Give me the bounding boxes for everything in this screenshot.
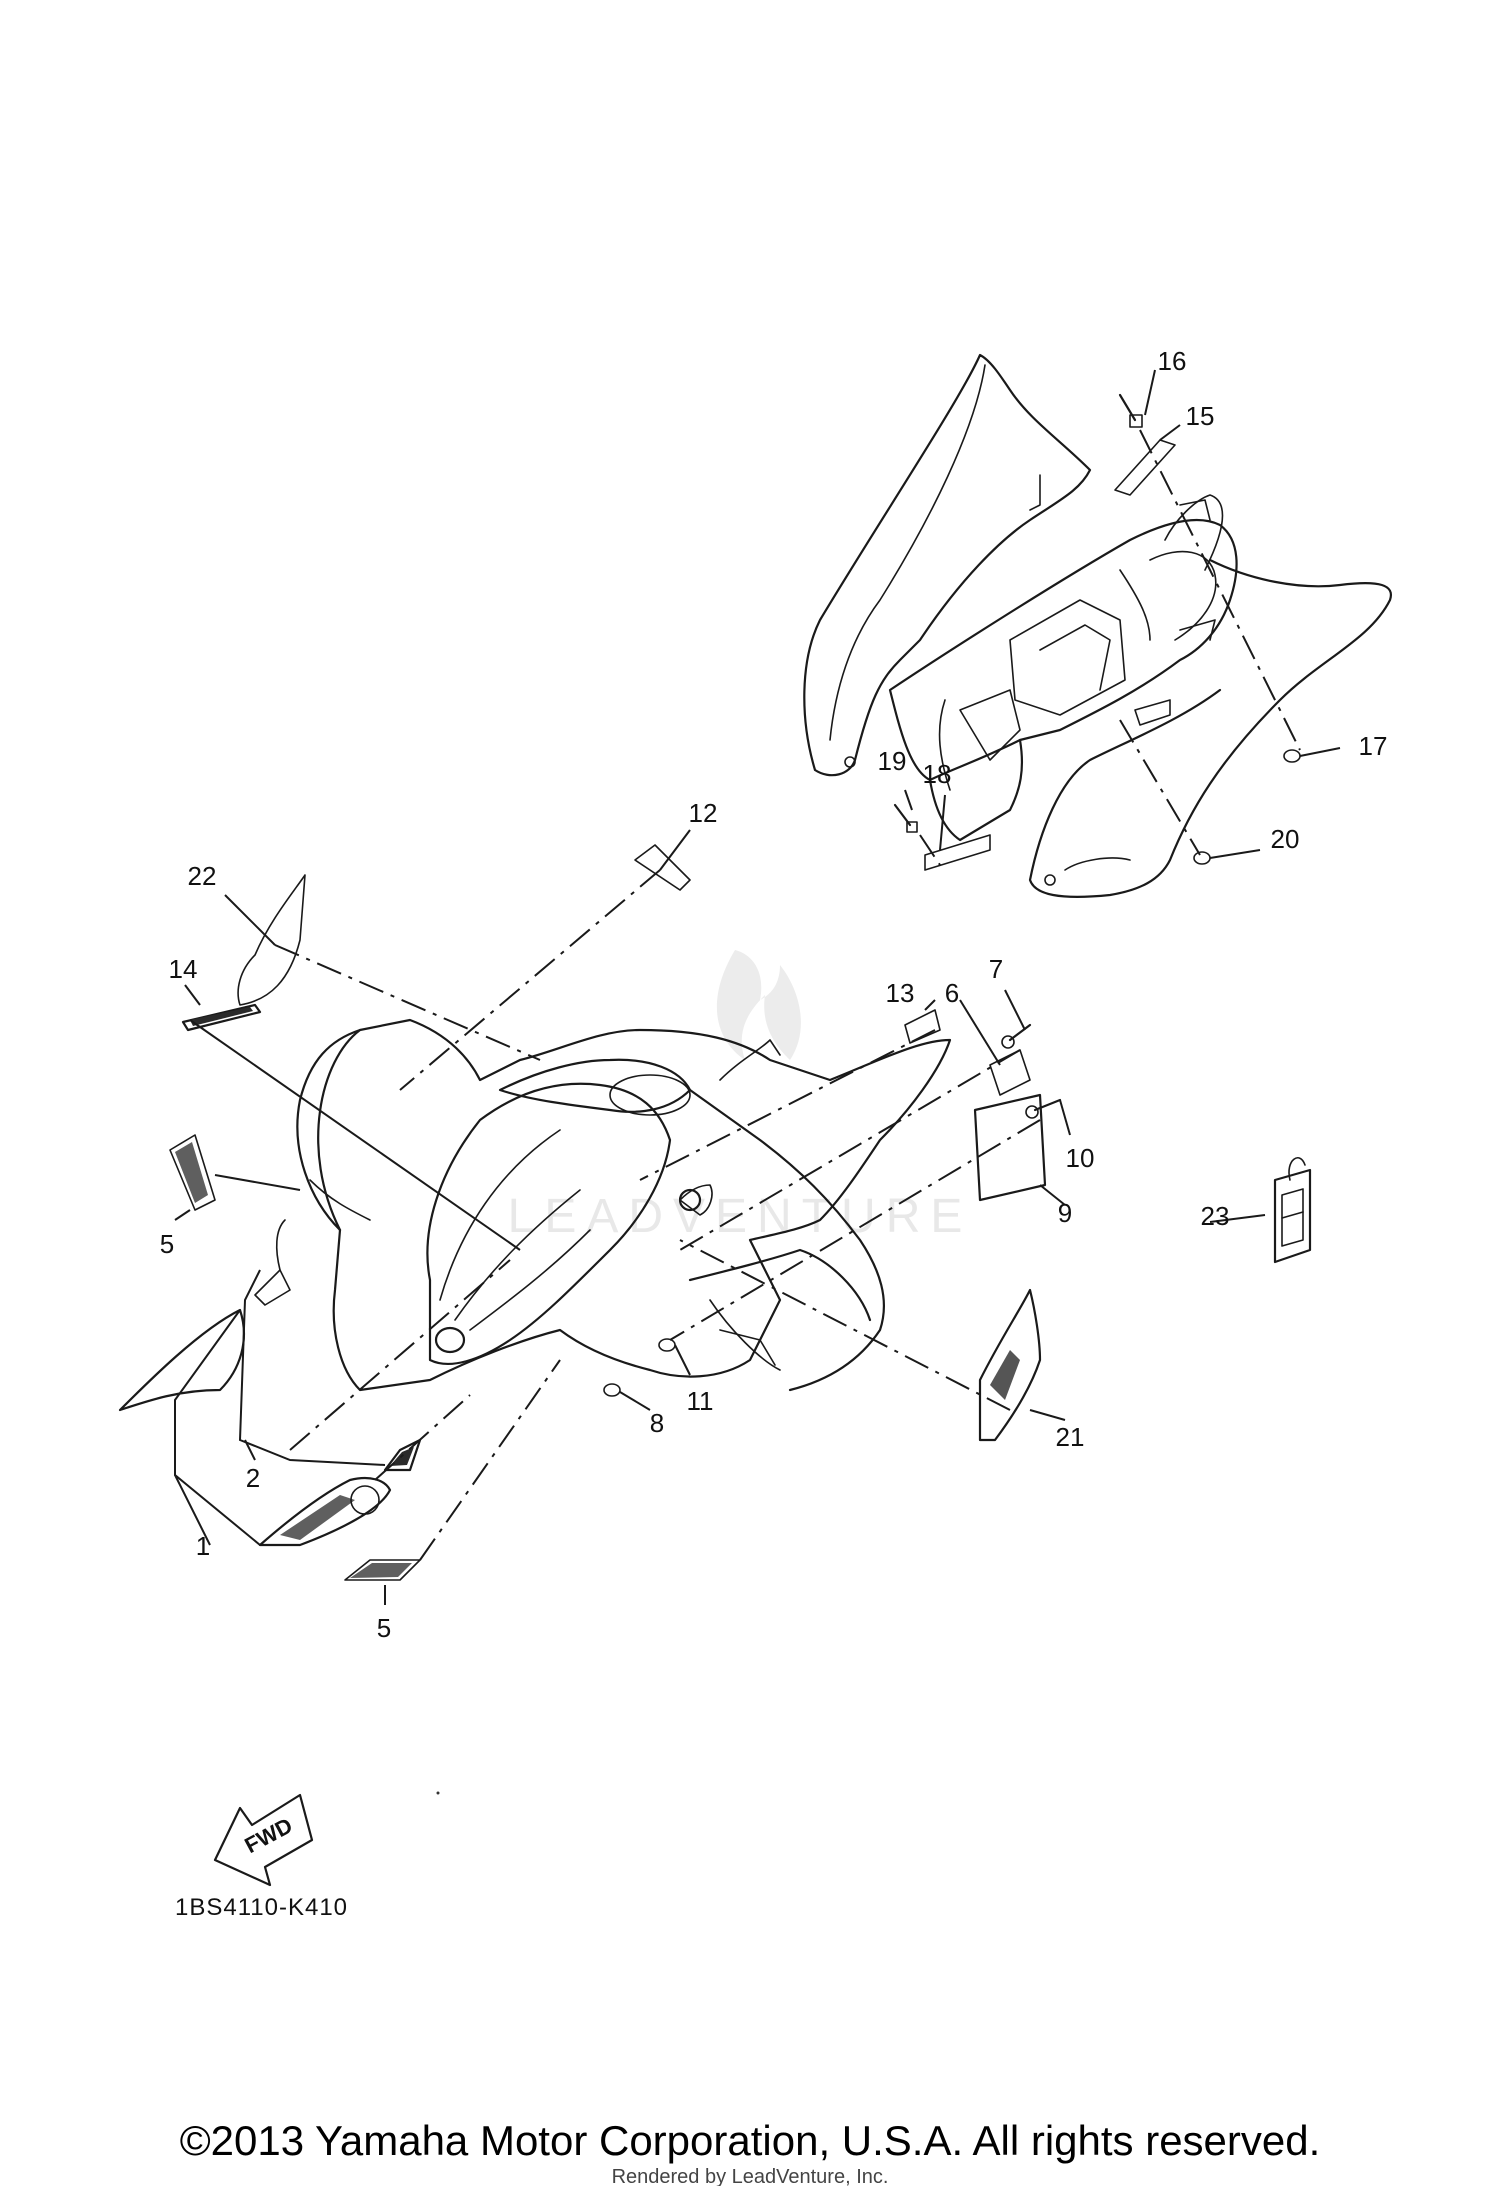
copyright-notice: ©2013 Yamaha Motor Corporation, U.S.A. A… [180, 2117, 1321, 2164]
leader-lines [174, 369, 1341, 1605]
warning-tag [1273, 1157, 1312, 1264]
callout-9: 9 [1058, 1198, 1072, 1228]
callout-5-lower: 5 [377, 1613, 391, 1643]
callout-16: 16 [1158, 346, 1187, 376]
callout-19: 19 [878, 746, 907, 776]
callout-17: 17 [1359, 731, 1388, 761]
diagram-code: 1BS4110-K410 [175, 1894, 348, 1921]
fwd-arrow-icon: FWD [213, 1793, 314, 1887]
callout-21: 21 [1056, 1422, 1085, 1452]
callout-1: 1 [196, 1531, 210, 1561]
callout-23: 23 [1201, 1201, 1230, 1231]
callout-6: 6 [945, 978, 959, 1008]
callout-20: 20 [1271, 824, 1300, 854]
watermark: LEADVENTURE [508, 950, 973, 1243]
callout-14: 14 [169, 954, 198, 984]
callout-11: 11 [687, 1386, 714, 1416]
callout-7: 7 [989, 954, 1003, 984]
callout-15: 15 [1186, 401, 1215, 431]
callout-18: 18 [923, 759, 952, 789]
callout-5-upper: 5 [160, 1229, 174, 1259]
callout-8: 8 [650, 1408, 664, 1438]
callout-10: 10 [1066, 1143, 1095, 1173]
callout-13: 13 [886, 978, 915, 1008]
callout-12: 12 [689, 798, 718, 828]
callout-2: 2 [246, 1463, 260, 1493]
front-fender [296, 1018, 952, 1392]
rear-fender [803, 353, 1393, 898]
callout-22: 22 [188, 861, 217, 891]
rear-fender-fasteners [893, 393, 1301, 871]
watermark-text: LEADVENTURE [508, 1190, 973, 1243]
callout-labels: 16 15 17 19 18 20 12 22 14 5 13 6 7 10 9… [160, 346, 1388, 1643]
rendered-by-credit: Rendered by LeadVenture, Inc. [612, 2166, 889, 2186]
